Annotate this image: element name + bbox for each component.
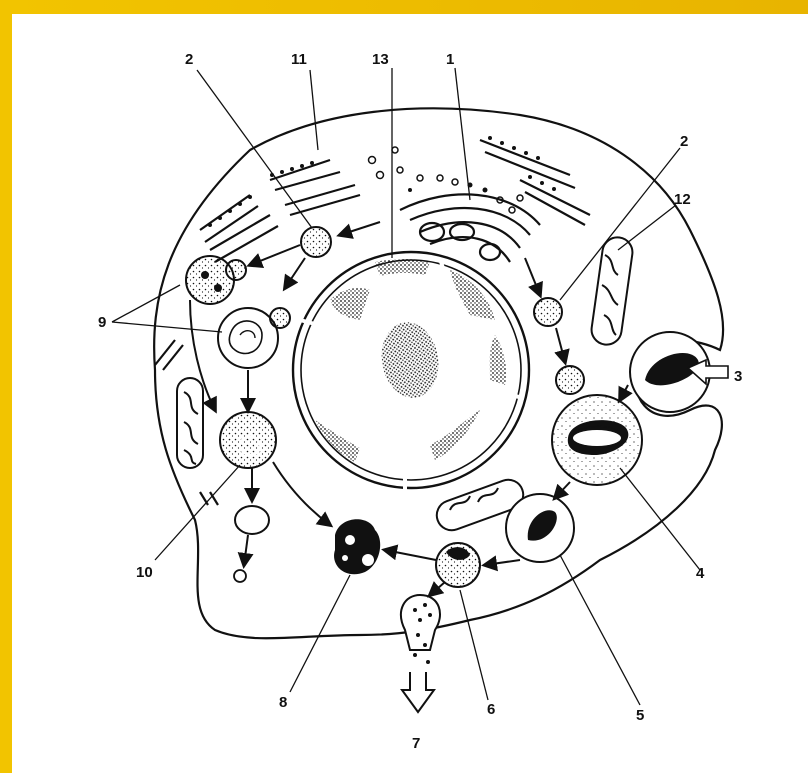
label-2-left: 2 (185, 51, 193, 68)
label-10: 10 (136, 564, 153, 581)
residual-body (436, 543, 480, 587)
lipofuscin-granule (334, 519, 380, 574)
autophagic-vacuole-3 (220, 412, 276, 468)
mitochondrion-left (177, 378, 203, 468)
primary-lysosome-right (534, 298, 562, 326)
label-2-right: 2 (680, 133, 688, 150)
autophagic-vacuole-1 (186, 256, 246, 304)
label-8: 8 (279, 694, 287, 711)
phagocytosis-vesicle (630, 332, 728, 412)
label-9: 9 (98, 314, 106, 331)
label-12: 12 (674, 191, 691, 208)
phagolysosome (552, 366, 642, 485)
residual-vesicle (234, 506, 269, 582)
label-1: 1 (446, 51, 454, 68)
primary-lysosome-left (301, 227, 331, 257)
label-4: 4 (696, 565, 705, 582)
autophagic-vacuole-2 (218, 308, 290, 368)
label-7: 7 (412, 735, 420, 752)
label-6: 6 (487, 701, 495, 718)
golgi-dots (408, 183, 488, 193)
er-ribosomes-right (488, 136, 556, 191)
secondary-lysosome (506, 494, 574, 562)
label-11: 11 (291, 51, 307, 68)
exocytosis-vesicle (401, 595, 440, 712)
nucleus (293, 252, 529, 492)
label-3: 3 (734, 368, 742, 385)
mitochondrion-right (590, 235, 635, 346)
label-13: 13 (372, 51, 389, 68)
label-5: 5 (636, 707, 644, 724)
